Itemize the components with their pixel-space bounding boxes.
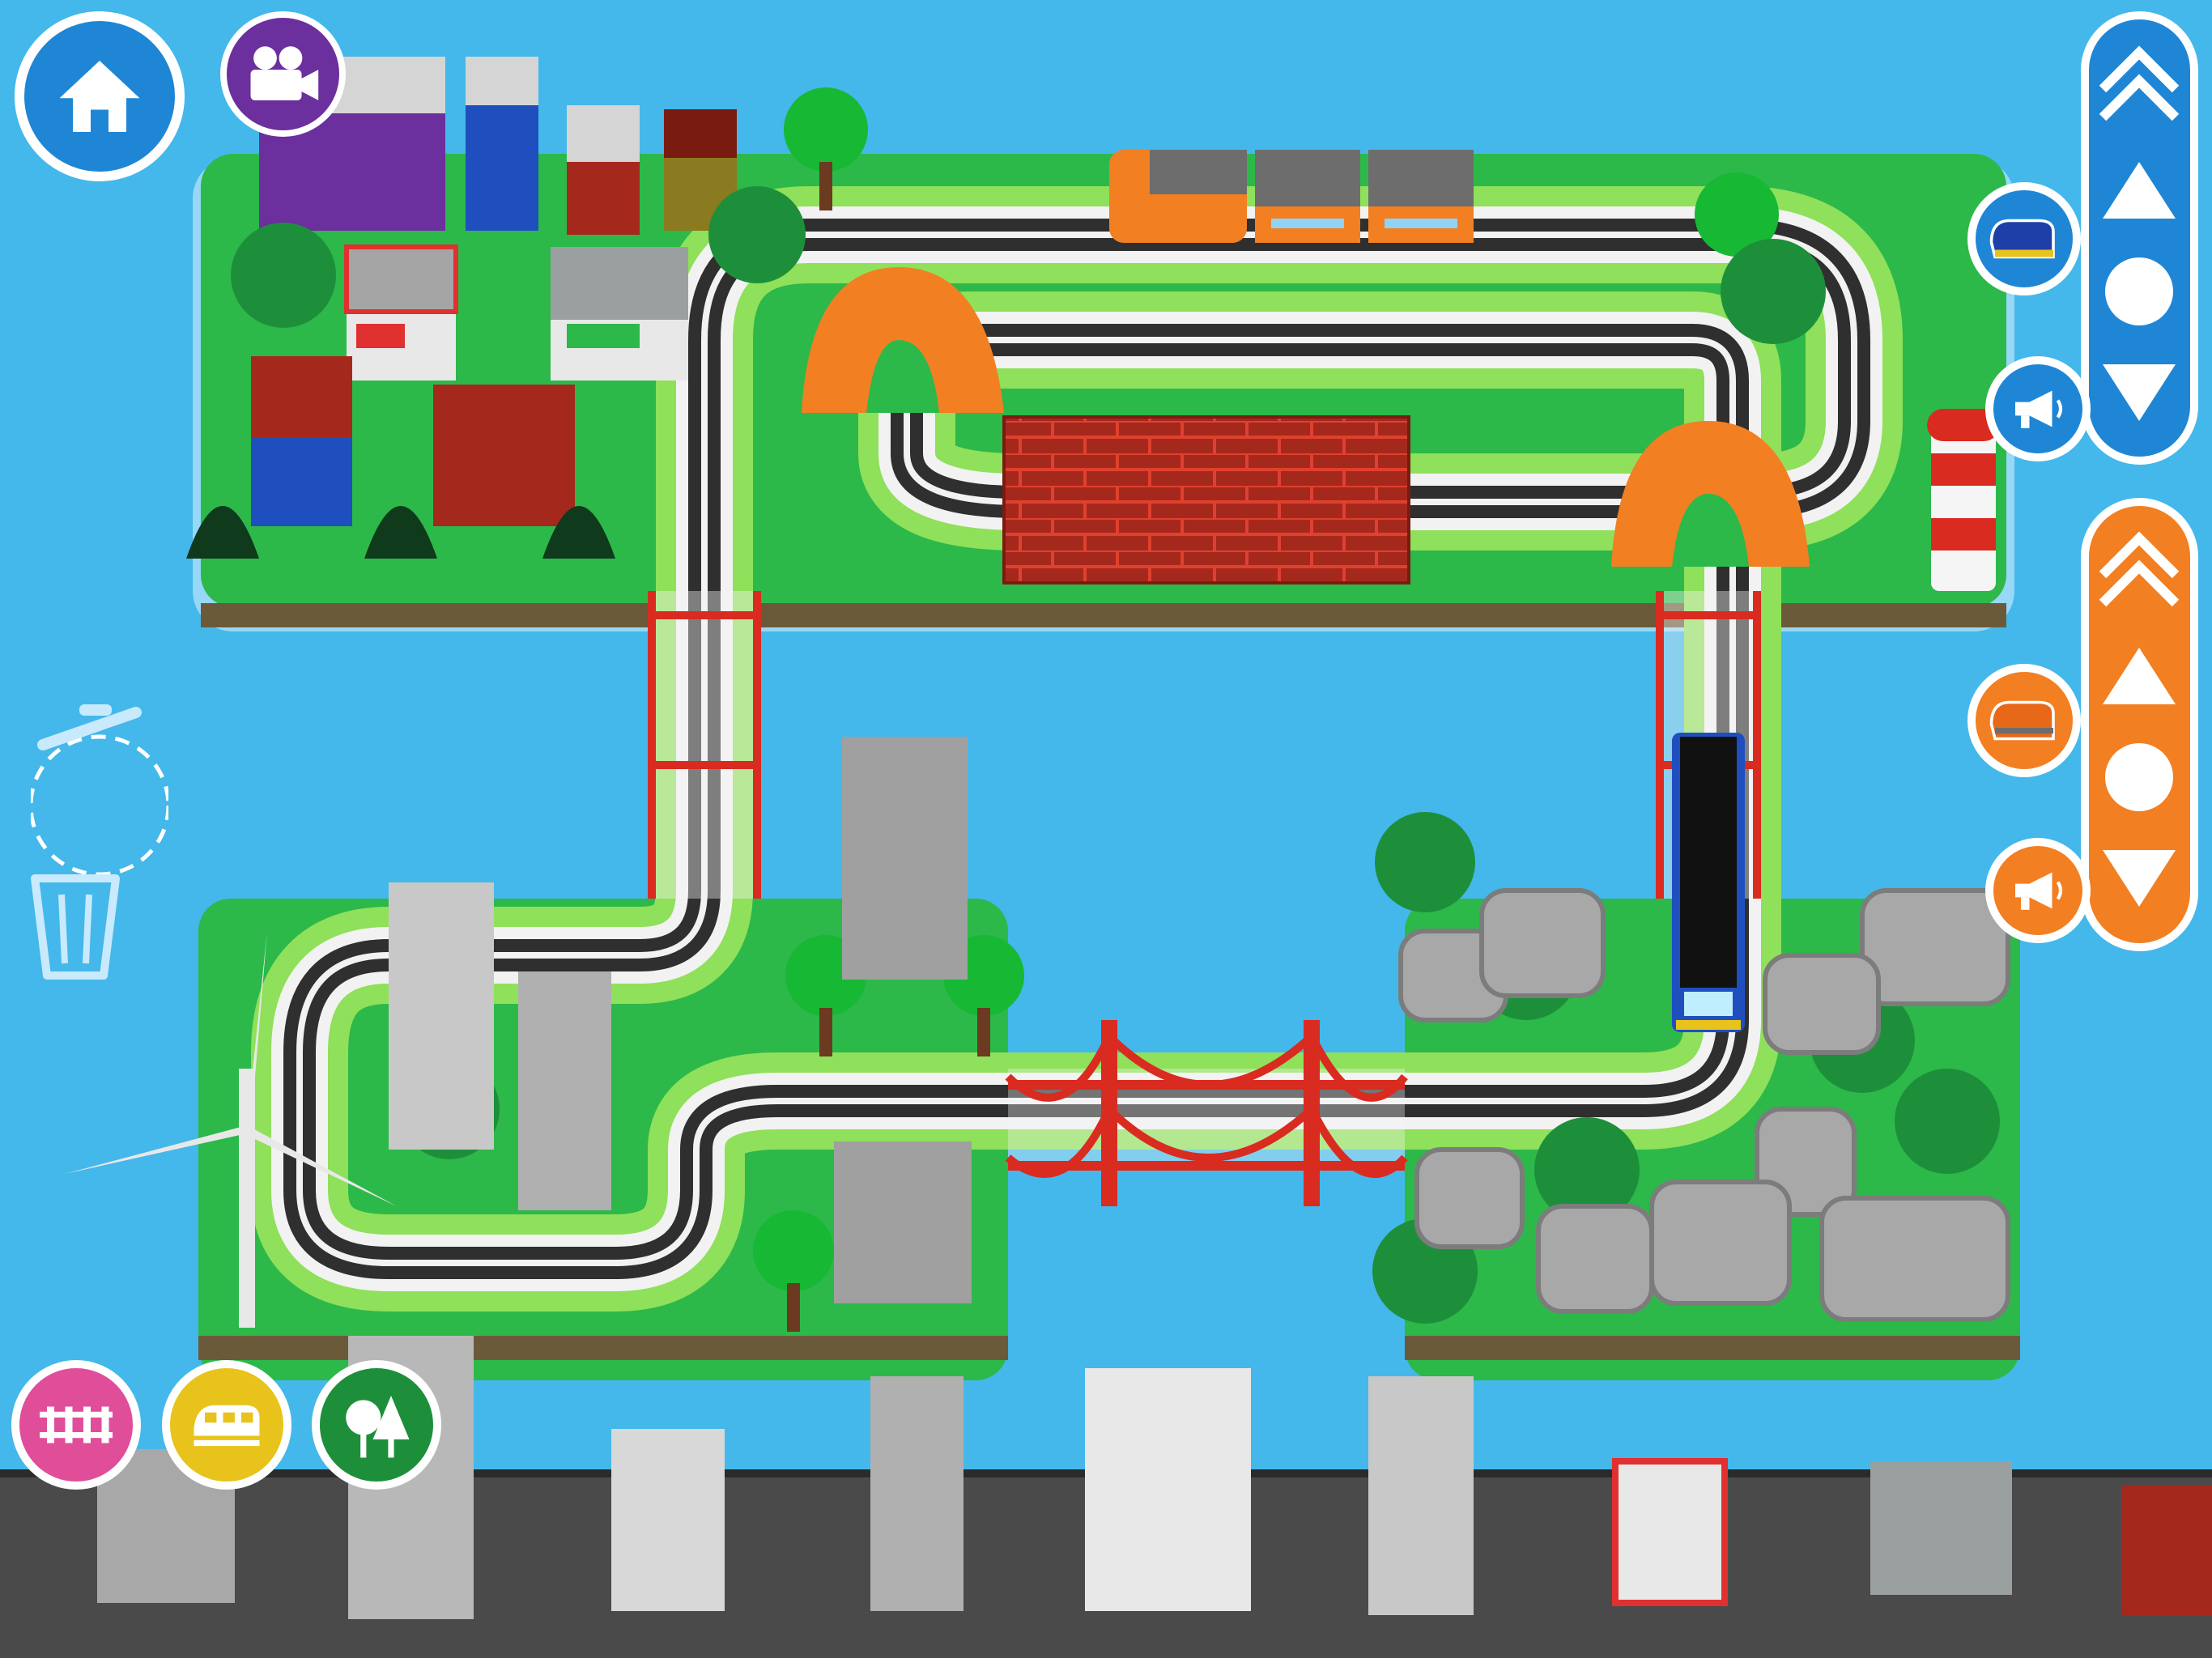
blue-reverse-button[interactable] xyxy=(2103,364,2176,421)
blue-train-speed-controls xyxy=(2099,45,2180,421)
palette-shop-1 xyxy=(1612,1458,1728,1606)
blue-train-horn-button[interactable] xyxy=(1985,356,2091,461)
palette-building-3 xyxy=(611,1429,725,1611)
megaphone-icon xyxy=(2015,872,2063,910)
video-camera-button[interactable] xyxy=(220,11,346,137)
orange-train-icon xyxy=(1989,700,2055,741)
trash-can-body-icon xyxy=(31,874,120,980)
blue-train-select-button[interactable] xyxy=(1967,182,2081,295)
palette-shop-2 xyxy=(1870,1461,2012,1595)
orange-fast-forward-button[interactable] xyxy=(2099,531,2180,607)
orange-forward-button[interactable] xyxy=(2103,648,2176,704)
overpass-right[interactable] xyxy=(1611,421,1810,567)
trash-can-icon xyxy=(28,704,171,877)
blue-train[interactable] xyxy=(1672,733,1745,1032)
orange-reverse-button[interactable] xyxy=(2103,850,2176,907)
town-buildings[interactable] xyxy=(251,57,737,526)
blue-fast-forward-button[interactable] xyxy=(2099,45,2180,121)
home-icon xyxy=(59,61,140,132)
suspension-bridge[interactable] xyxy=(1005,1020,1408,1206)
blue-forward-button[interactable] xyxy=(2103,162,2176,219)
rail-track-icon xyxy=(40,1406,113,1443)
orange-train[interactable] xyxy=(1109,150,1474,243)
orange-train-speed-controls xyxy=(2099,531,2180,907)
palette-building-5 xyxy=(1085,1368,1251,1611)
lighthouse[interactable] xyxy=(1927,409,2000,591)
orange-train-horn-button[interactable] xyxy=(1985,838,2091,943)
brick-tunnel[interactable] xyxy=(1002,415,1410,585)
blue-train-icon xyxy=(1989,219,2055,259)
trash-drop-zone[interactable] xyxy=(28,696,171,980)
rocks[interactable] xyxy=(1398,888,2010,1322)
track-tool-button[interactable] xyxy=(11,1360,141,1490)
palette-house xyxy=(2121,1486,2212,1615)
palette-building-6 xyxy=(1368,1376,1474,1615)
windmill[interactable] xyxy=(65,931,397,1328)
orange-stop-button[interactable] xyxy=(2105,743,2173,811)
palette-items[interactable] xyxy=(97,1336,2212,1619)
megaphone-icon xyxy=(2015,390,2063,428)
orange-train-select-button[interactable] xyxy=(1967,664,2081,777)
red-bridge-left[interactable] xyxy=(648,591,761,899)
palette-building-4 xyxy=(870,1376,963,1611)
scenery-tool-button[interactable] xyxy=(312,1360,441,1490)
train-tool-button[interactable] xyxy=(162,1360,291,1490)
train-icon xyxy=(194,1405,260,1447)
city-buildings[interactable] xyxy=(389,737,972,1303)
overpass-left[interactable] xyxy=(802,267,1004,413)
home-button[interactable] xyxy=(15,11,185,181)
blue-stop-button[interactable] xyxy=(2105,257,2173,325)
trees-icon xyxy=(346,1396,410,1458)
video-camera-icon xyxy=(250,46,318,100)
